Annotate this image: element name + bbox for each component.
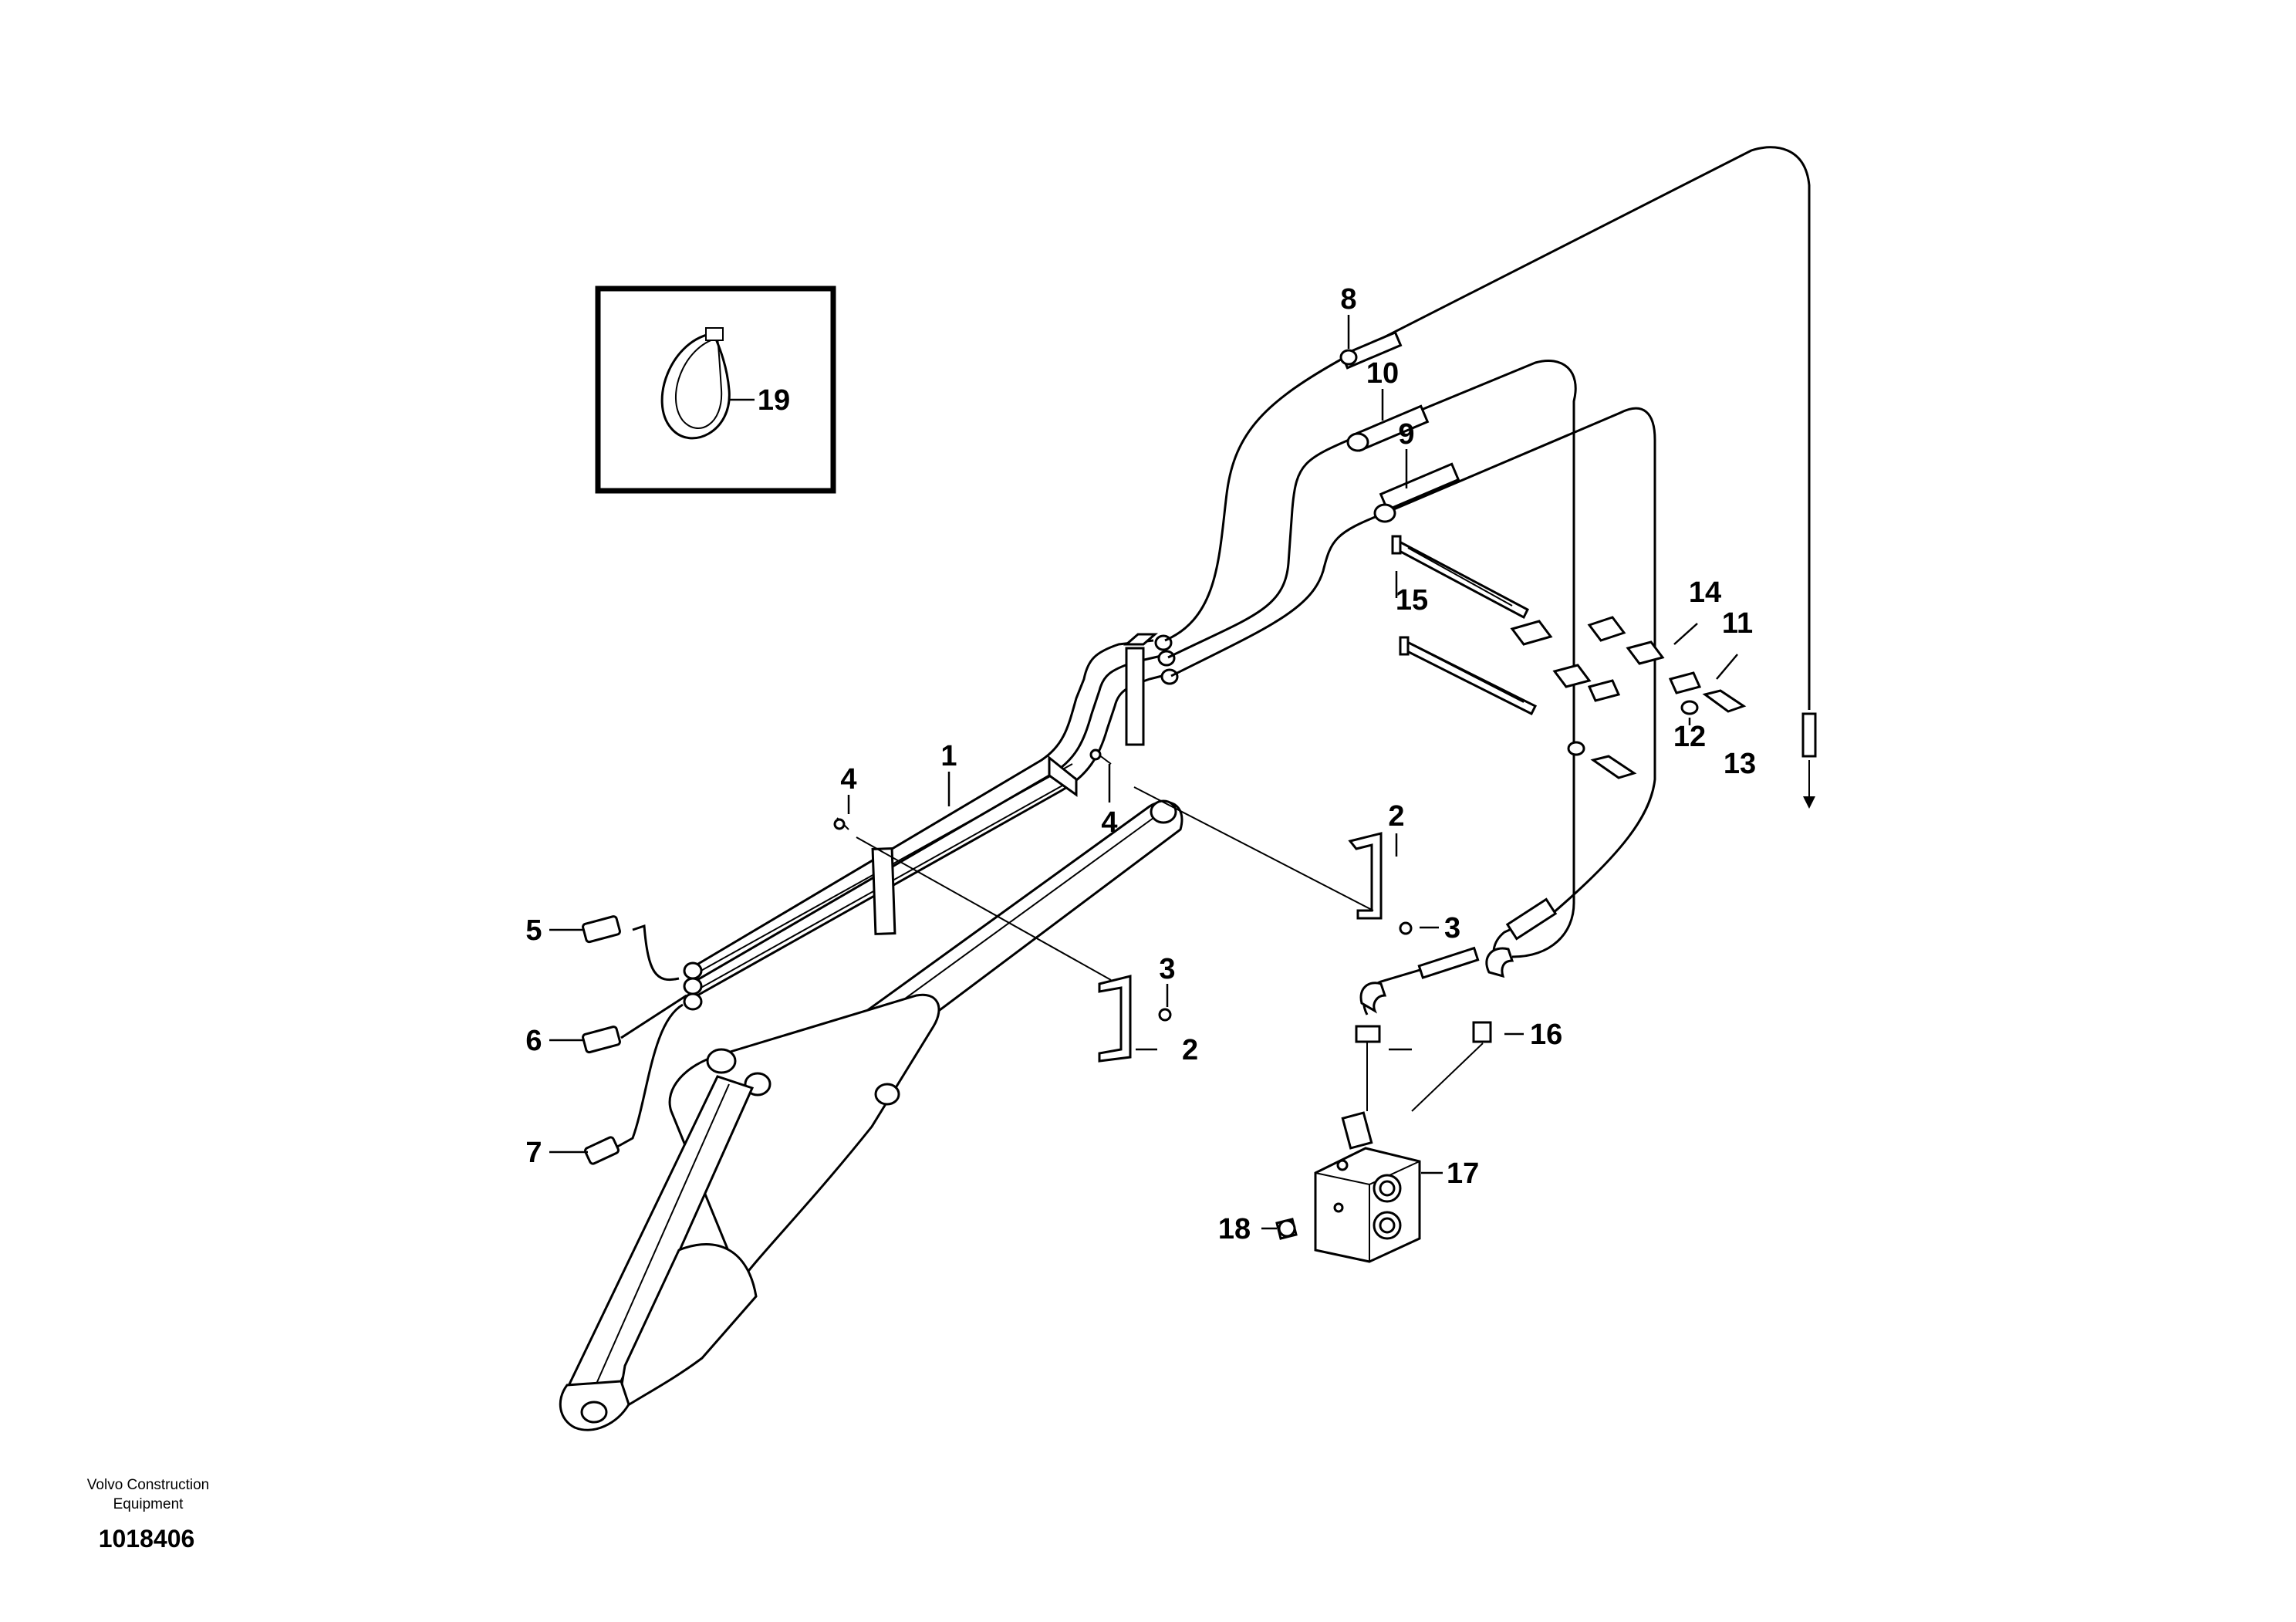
callout-9: 9 [1398,418,1414,451]
inset-cable-tie-box [595,286,836,494]
callout-18: 18 [1218,1213,1251,1245]
callout-14: 14 [1689,576,1721,609]
company-name-line2: Equipment [113,1496,184,1512]
tube-bundle-1 [683,633,1179,1011]
leader-lines [847,315,1738,1051]
callout-6: 6 [525,1025,542,1057]
pipes-upper [1164,146,1817,958]
callout-2a: 2 [1388,800,1404,833]
callout-15: 15 [1396,584,1428,617]
callout-10: 10 [1366,357,1399,390]
company-name-line1: Volvo Construction [87,1477,209,1493]
callout-17: 17 [1447,1157,1479,1190]
callout-3b: 3 [1444,912,1460,944]
callout-8: 8 [1340,283,1356,316]
valve-block-assembly [1261,897,1558,1263]
cable-tie-icon [660,327,731,440]
clamp-assembly [1391,535,1747,779]
footer: Volvo Construction Equipment 1018406 [87,1477,209,1553]
callout-12: 12 [1673,721,1706,753]
drawing-number: 1018406 [99,1525,195,1553]
callout-3a: 3 [1159,953,1175,985]
brackets-and-bolts [833,748,1439,1063]
callout-4b: 4 [1101,806,1117,839]
callout-1: 1 [940,740,957,772]
callout-11: 11 [1722,607,1753,640]
callout-7: 7 [525,1137,542,1169]
callout-5: 5 [525,914,542,947]
callout-labels: 1 2 2 3 3 4 4 5 6 7 8 9 10 11 12 13 14 1… [525,283,1756,1245]
callout-2b: 2 [1182,1034,1198,1066]
callout-16: 16 [1530,1019,1562,1051]
callout-4a: 4 [840,763,856,796]
callout-13: 13 [1724,748,1756,780]
boom-structure [559,799,1183,1431]
hoses-front [549,915,687,1165]
callout-19: 19 [758,384,790,417]
